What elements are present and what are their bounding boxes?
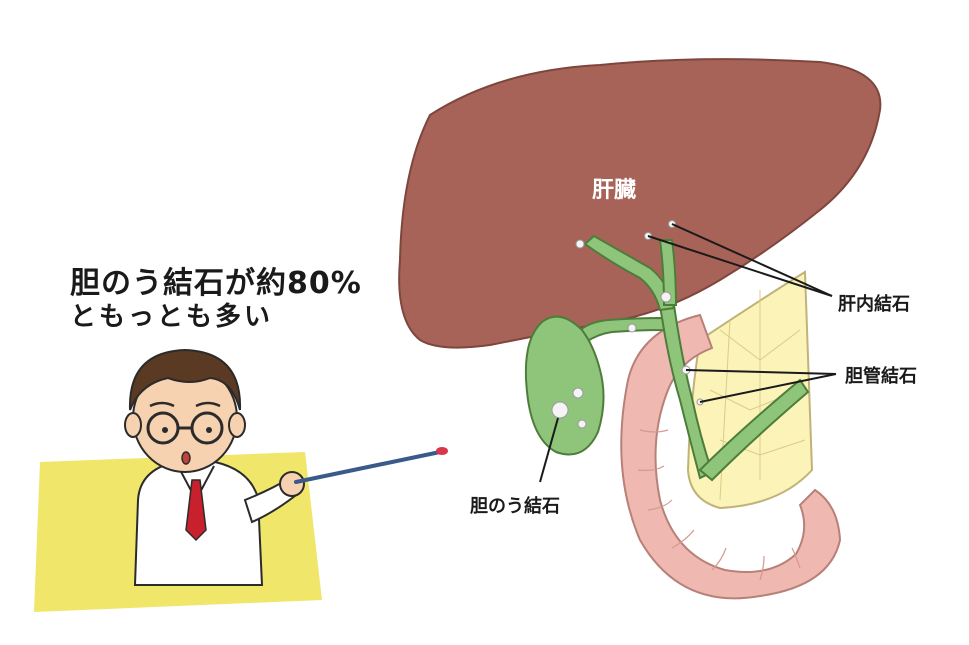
duodenum <box>620 313 842 600</box>
label-intrahepatic-stone: 肝内結石 <box>838 294 910 315</box>
bile-duct-stone <box>627 323 637 333</box>
hand <box>279 471 305 497</box>
leader-lines <box>539 223 837 483</box>
mouth <box>181 451 191 465</box>
hepatic-duct-left <box>583 234 676 312</box>
liver <box>398 58 882 349</box>
label-liver: 肝臓 <box>592 178 637 203</box>
intrahepatic-stone <box>575 239 585 249</box>
bile-duct-system <box>524 234 810 482</box>
pancreatic-duct <box>698 378 810 482</box>
caption-line-1: 胆のう結石が約80% <box>70 266 362 301</box>
gallbladder <box>524 315 605 456</box>
gallbladder-stone <box>577 419 587 429</box>
bile-duct-stone <box>660 291 672 303</box>
glasses <box>146 411 224 445</box>
doctor-figure <box>124 348 305 586</box>
gallbladder-stone <box>551 401 569 419</box>
label-bile-duct-stone: 胆管結石 <box>845 366 917 387</box>
caption-line-2: ともっとも多い <box>70 302 274 332</box>
doctor-hair <box>128 348 242 411</box>
hepatic-duct-right <box>658 239 678 306</box>
tie <box>185 479 207 542</box>
gallbladder-stone <box>572 387 584 399</box>
label-gallbladder-stone: 胆のう結石 <box>470 496 560 517</box>
pointer-stick <box>294 447 448 484</box>
